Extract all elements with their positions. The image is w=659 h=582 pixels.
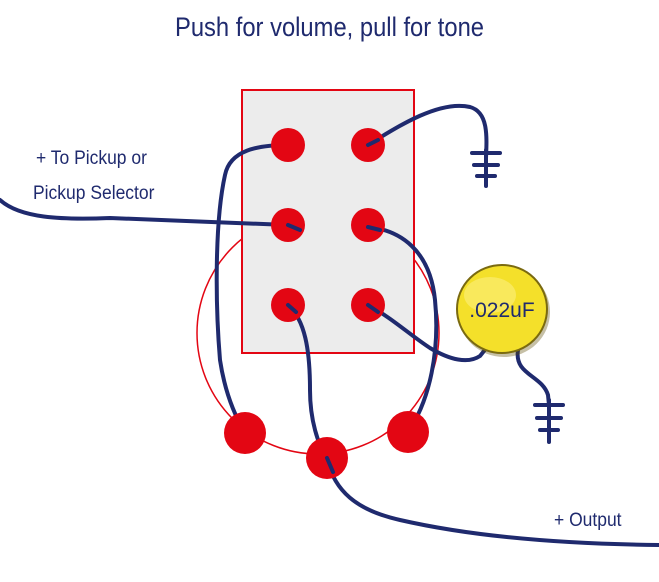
wire-capacitor-to-ground — [515, 348, 551, 407]
wire-top-right-to-ground — [366, 103, 489, 160]
switch-body — [241, 89, 415, 354]
pickup-label-line1: + To Pickup or — [36, 148, 147, 169]
switch-lug-middle-right — [351, 208, 385, 242]
wire-pickup — [0, 198, 290, 227]
wire-output — [325, 458, 659, 547]
pot-lug-right — [387, 411, 429, 453]
pot-lug-left — [224, 412, 266, 454]
diagram-title: Push for volume, pull for tone — [174, 12, 485, 42]
capacitor: .022uF — [456, 264, 550, 357]
wire-top-left-to-left-lug — [214, 143, 290, 434]
switch-lug-top-left — [271, 128, 305, 162]
wire-middle-right-to-right-lug — [366, 225, 439, 434]
output-label: + Output — [554, 510, 622, 531]
pickup-label-line2: Pickup Selector — [33, 183, 155, 204]
capacitor-value: .022uF — [469, 299, 534, 322]
ground-icon — [470, 148, 502, 188]
ground-icon — [533, 398, 565, 444]
wire-bottom-right-to-capacitor — [366, 303, 490, 363]
